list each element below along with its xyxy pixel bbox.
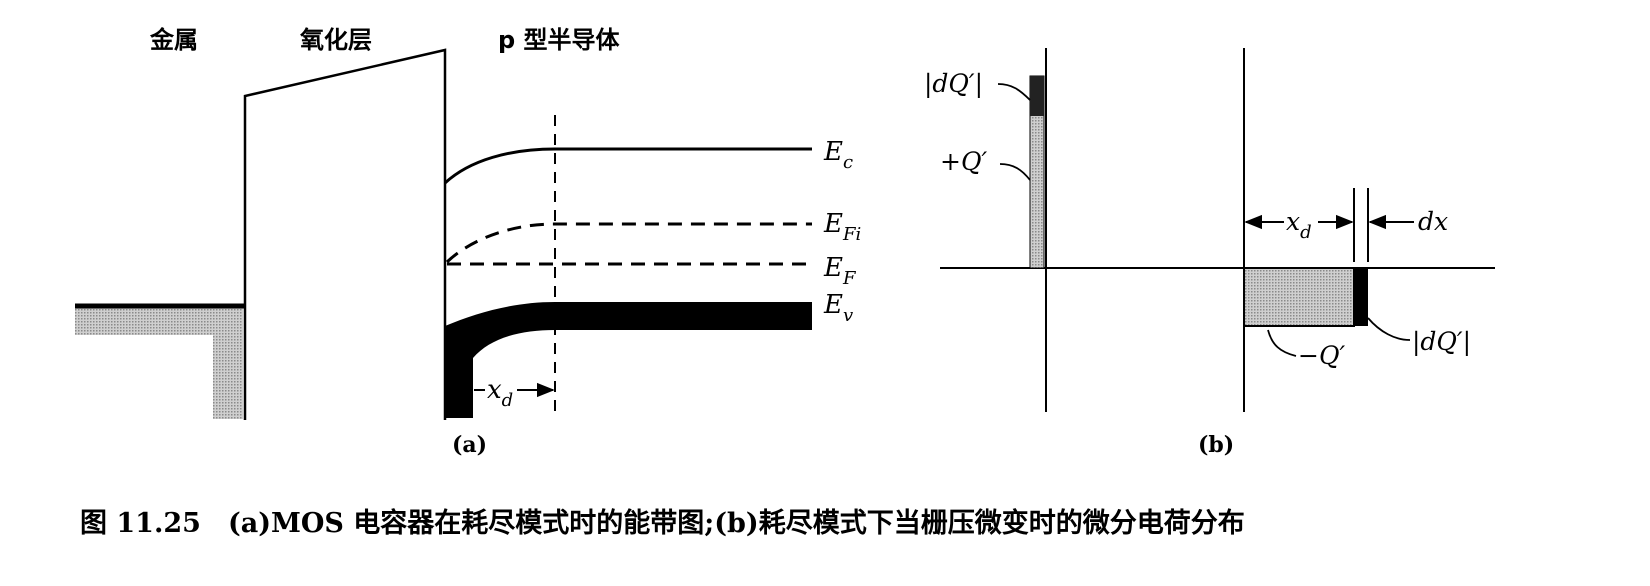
- intrinsic-fermi-level-efi: [445, 222, 812, 264]
- ec-label: Ec: [823, 137, 853, 173]
- plus-q-label: +Q′: [940, 147, 987, 176]
- semiconductor-label: p 型半导体: [498, 26, 621, 54]
- panel-b-label: (b): [1198, 432, 1234, 458]
- dq-bottom-leader: [1367, 317, 1411, 341]
- conduction-band-ec: [443, 147, 812, 185]
- differential-charge-bottom: [1354, 268, 1368, 326]
- dq-top-label: |dQ′|: [924, 69, 983, 99]
- metal-label: 金属: [149, 26, 198, 54]
- xd-label-b: xd: [1286, 207, 1312, 243]
- minus-q-label: −Q′: [1298, 341, 1345, 370]
- negative-charge-block: [1243, 267, 1355, 327]
- dq-top-leader: [997, 83, 1031, 101]
- panel-a-label: (a): [452, 432, 487, 458]
- efi-label: EFi: [823, 209, 861, 245]
- dq-bottom-label: |dQ′|: [1412, 327, 1471, 357]
- charge-diagram: |dQ′| +Q′ −Q′ |dQ′| xd dx (b): [924, 48, 1495, 458]
- minus-q-leader: [1267, 329, 1297, 357]
- oxide-barrier: [243, 48, 447, 420]
- differential-charge-top: [1030, 76, 1044, 116]
- plus-q-leader: [999, 163, 1031, 181]
- oxide-label: 氧化层: [300, 26, 372, 54]
- band-diagram: 金属 氧化层 p 型半导体 xd Ec EFi: [75, 26, 861, 458]
- ef-label: EF: [823, 253, 857, 289]
- ev-label: Ev: [823, 290, 853, 326]
- valence-band-ev: [445, 302, 812, 418]
- xd-label-a: xd: [487, 375, 513, 411]
- dx-label: dx: [1418, 207, 1448, 236]
- figure-caption: 图 11.25 (a)MOS 电容器在耗尽模式时的能带图;(b)耗尽模式下当栅压…: [80, 507, 1245, 539]
- metal-shaded-column: [213, 307, 243, 419]
